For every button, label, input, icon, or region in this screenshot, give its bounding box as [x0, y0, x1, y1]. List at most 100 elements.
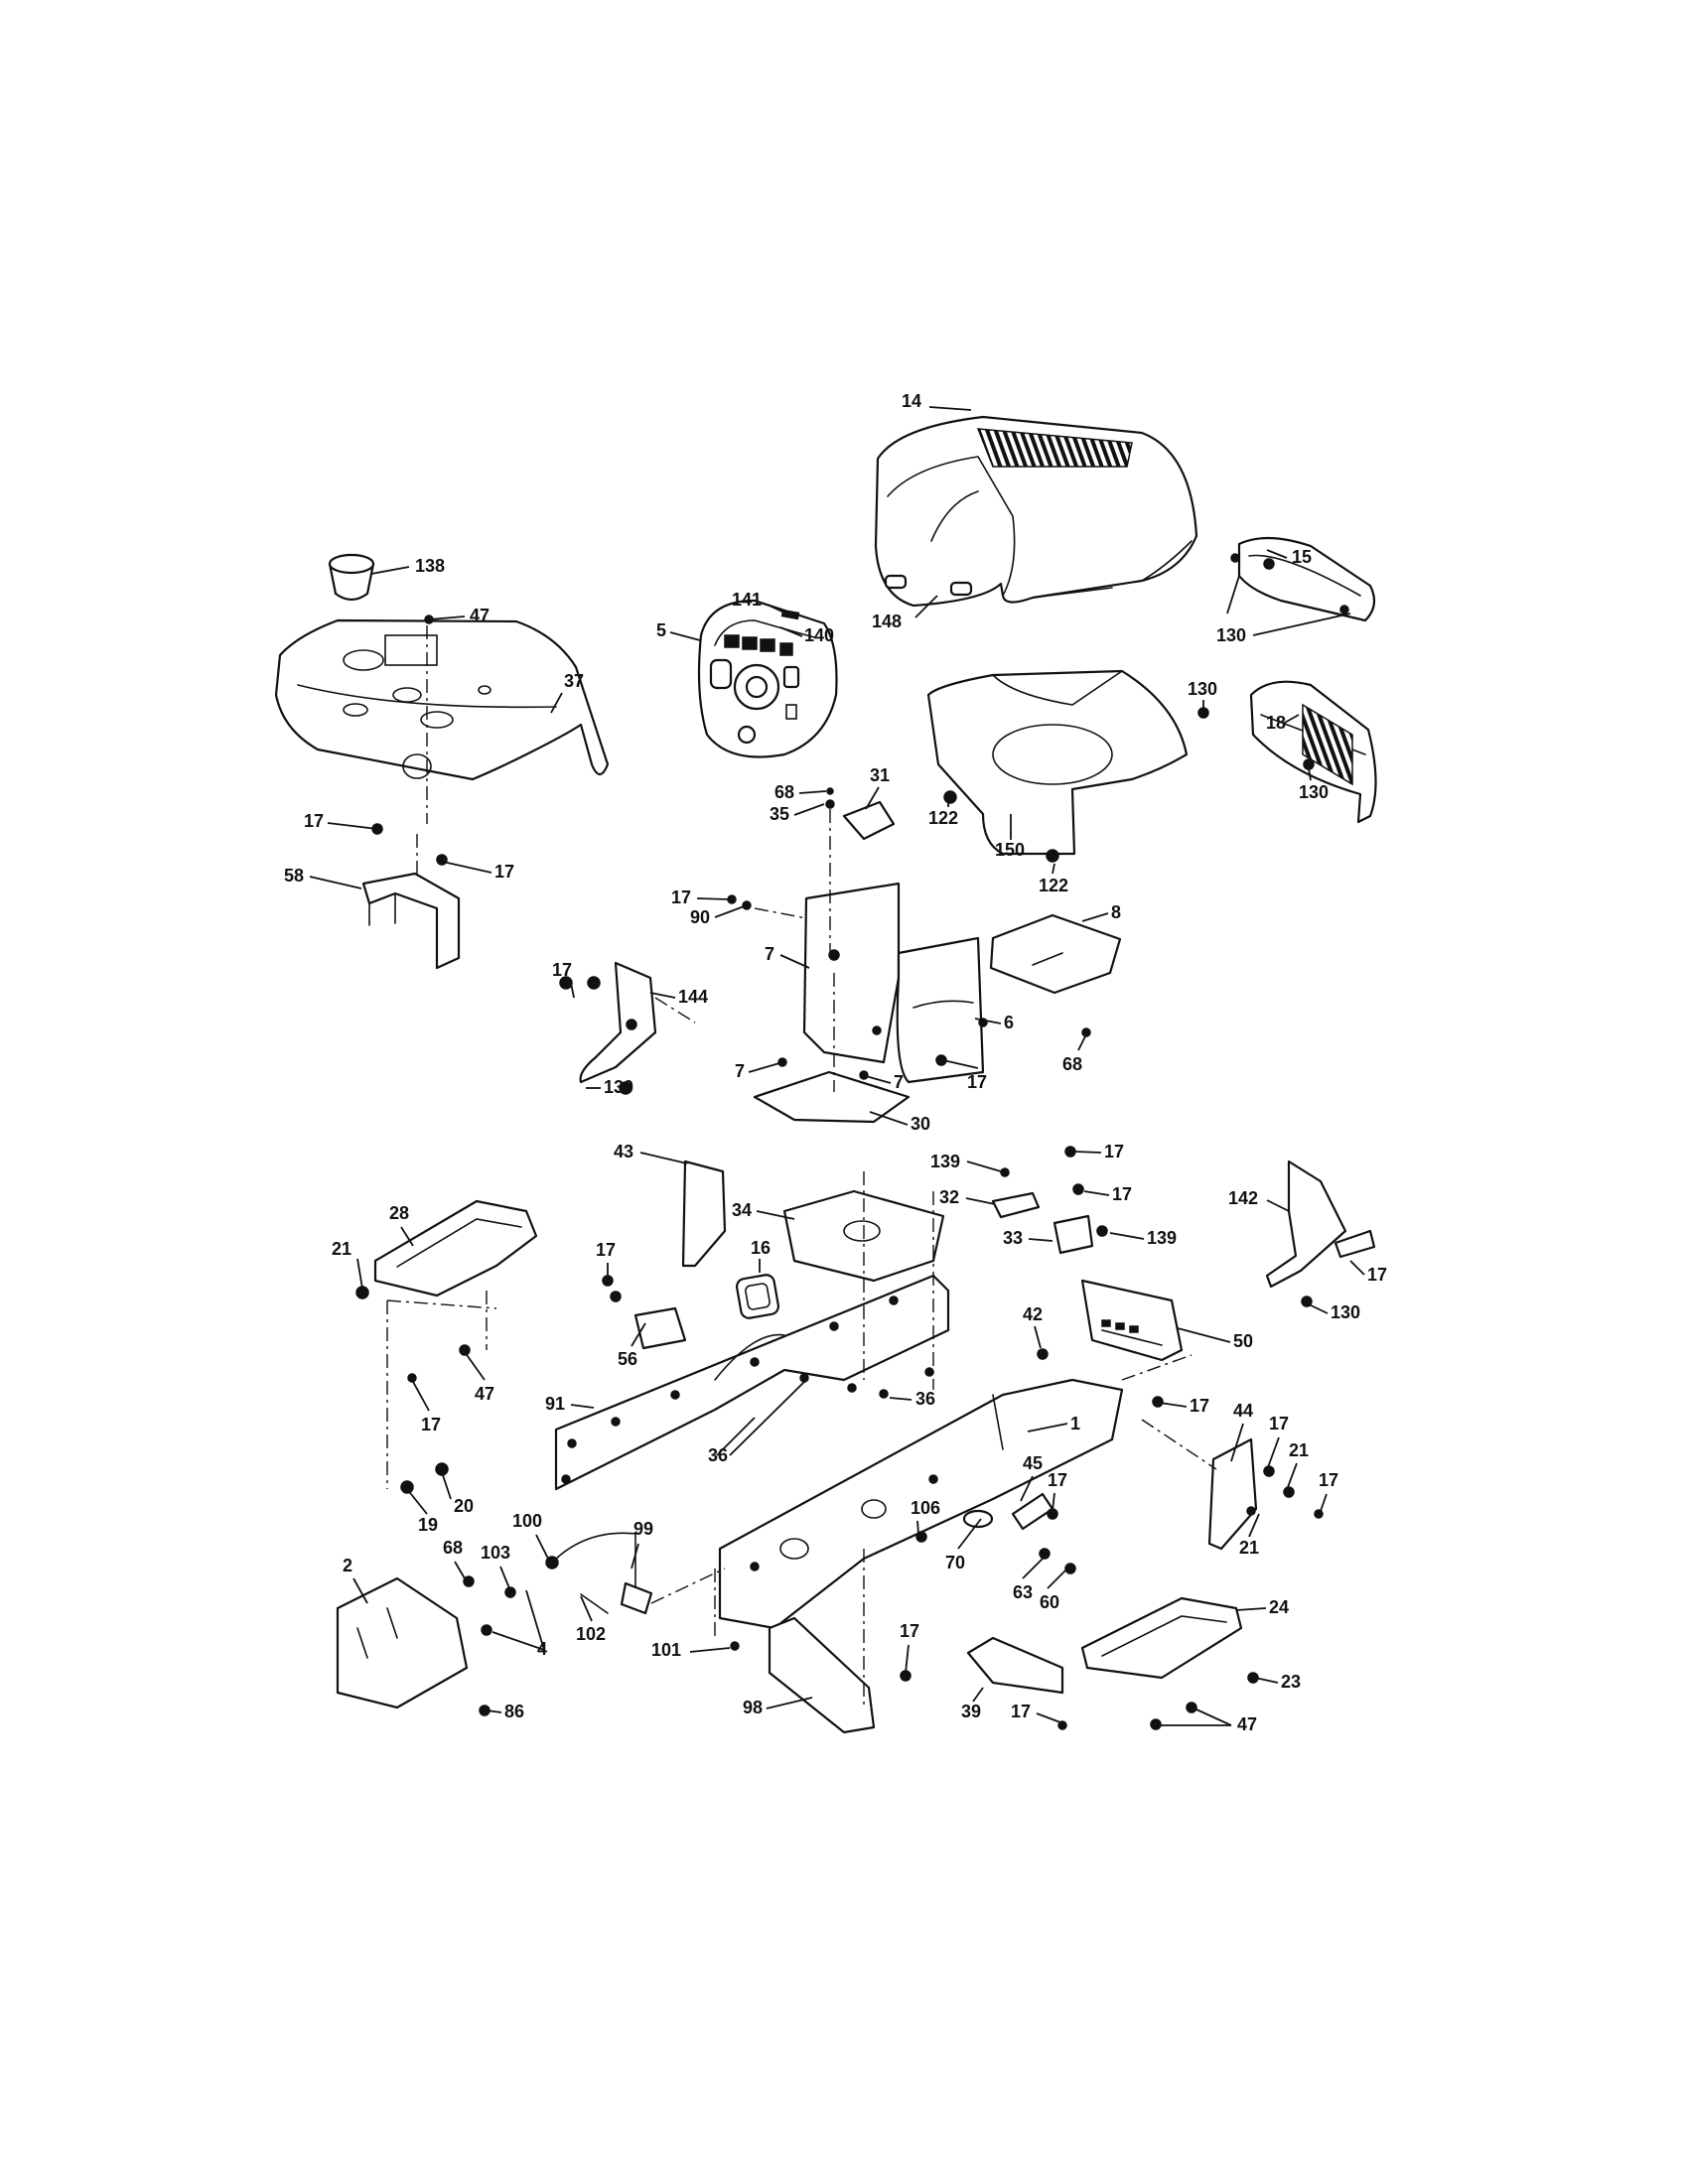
leader-line-17p	[1036, 1712, 1061, 1723]
leader-line-47b	[464, 1351, 486, 1381]
leader-line-33	[1028, 1238, 1053, 1242]
callout-30: 30	[911, 1114, 930, 1134]
callout-44: 44	[1233, 1401, 1253, 1421]
callout-21c: 21	[1239, 1538, 1259, 1558]
leader-line-32	[965, 1197, 996, 1205]
callout-98: 98	[743, 1698, 763, 1717]
callout-17m: 17	[1048, 1470, 1067, 1490]
leader-line-24	[1235, 1607, 1267, 1611]
callout-17i: 17	[1367, 1265, 1387, 1285]
callout-leaders-generated	[309, 406, 1365, 1723]
part-main-frame	[718, 1378, 1124, 1630]
leader-line-15	[1266, 549, 1288, 559]
leader-line-17j	[1159, 1402, 1188, 1408]
part-bracket-56	[610, 1291, 687, 1350]
leader-line-101	[689, 1647, 731, 1653]
leader-line-17k	[411, 1379, 430, 1412]
part-dash-cover	[926, 669, 1189, 863]
callout-2: 2	[343, 1556, 352, 1575]
callout-130c: 130	[1299, 782, 1329, 802]
part-bracket-142	[1265, 1160, 1376, 1307]
leader-line-19	[406, 1488, 428, 1515]
leader-line-7b	[748, 1062, 780, 1073]
callout-141: 141	[732, 590, 762, 610]
leader-line-18	[1282, 714, 1300, 725]
callout-17h: 17	[596, 1240, 616, 1260]
leader-line-130c	[1308, 767, 1312, 781]
leader-line-17m	[1052, 1492, 1055, 1512]
part-bracket-144	[559, 961, 657, 1095]
callout-103: 103	[481, 1543, 510, 1563]
leader-line-17b	[442, 861, 492, 874]
part-bracket-50	[1037, 1279, 1184, 1362]
callout-4: 4	[537, 1639, 547, 1659]
callout-15: 15	[1292, 547, 1312, 567]
callout-34: 34	[732, 1200, 752, 1220]
leader-line-17g	[1083, 1190, 1110, 1196]
leader-line-63	[1022, 1556, 1046, 1579]
leader-line-6	[974, 1018, 1002, 1024]
callout-39: 39	[961, 1702, 981, 1721]
callout-31: 31	[870, 765, 890, 785]
callout-32: 32	[939, 1187, 959, 1207]
callout-50: 50	[1233, 1331, 1253, 1351]
callout-43: 43	[614, 1142, 633, 1161]
parts-drawings	[274, 415, 1377, 1734]
leader-line-142	[1266, 1199, 1290, 1212]
part-grille-18	[1197, 680, 1377, 824]
callout-101: 101	[651, 1640, 681, 1660]
callout-90: 90	[690, 907, 710, 927]
callout-42: 42	[1023, 1304, 1043, 1324]
leader-line-17f	[1073, 1151, 1102, 1154]
callout-17k: 17	[421, 1415, 441, 1434]
leader-line-141	[769, 605, 787, 614]
callout-18: 18	[1266, 713, 1286, 733]
callout-58: 58	[284, 866, 304, 886]
callout-20: 20	[454, 1496, 474, 1516]
callout-148: 148	[872, 612, 902, 631]
leader-line-47a	[428, 615, 466, 620]
leader-line-68b	[1077, 1033, 1087, 1051]
callout-68a: 68	[774, 782, 794, 802]
leader-line-43	[639, 1152, 688, 1164]
callout-99: 99	[633, 1519, 653, 1539]
callout-16: 16	[751, 1238, 771, 1258]
callout-23: 23	[1281, 1672, 1301, 1692]
leader-line-91	[570, 1404, 595, 1409]
leader-line-140	[779, 626, 803, 637]
callout-7c: 7	[894, 1072, 904, 1092]
callout-138: 138	[415, 556, 445, 576]
leader-line-68a	[798, 790, 827, 794]
callout-17a: 17	[304, 811, 324, 831]
leader-line-31	[865, 786, 880, 810]
leader-line-17c	[696, 897, 731, 900]
callout-17d: 17	[552, 960, 572, 980]
callout-35: 35	[770, 804, 789, 824]
callout-60: 60	[1040, 1592, 1059, 1612]
leader-line-21c	[1248, 1513, 1260, 1538]
leader-line-17e	[942, 1059, 979, 1069]
leader-line-20	[441, 1471, 452, 1500]
centerlines	[386, 625, 1217, 1707]
leader-line-17o	[905, 1644, 910, 1674]
callout-102: 102	[576, 1624, 606, 1644]
callout-21a: 21	[332, 1239, 351, 1259]
callout-130d: 130	[604, 1077, 633, 1097]
part-fender	[274, 614, 610, 781]
callout-17c: 17	[671, 887, 691, 907]
callout-122a: 122	[928, 808, 958, 828]
part-bracket-39	[966, 1636, 1067, 1730]
leader-line-21a	[356, 1258, 363, 1290]
leader-line-58	[309, 876, 362, 889]
leader-line-106	[916, 1520, 919, 1535]
leader-line-45	[1020, 1475, 1034, 1502]
leader-line-17n	[1320, 1493, 1328, 1512]
leader-line-14	[928, 406, 972, 411]
part-floor-plate-30	[753, 1070, 911, 1124]
leader-line-37	[550, 692, 563, 714]
callout-17p: 17	[1011, 1702, 1031, 1721]
callout-56: 56	[618, 1349, 637, 1369]
callout-68c: 68	[443, 1538, 463, 1558]
leader-line-56	[631, 1322, 646, 1347]
